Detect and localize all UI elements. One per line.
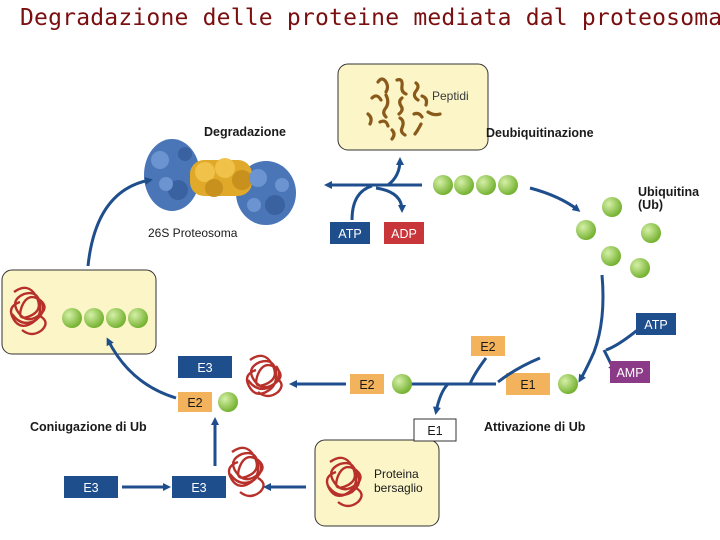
e3-box-bottom-mid [172,476,226,498]
ubiquitin-molecule [128,308,148,328]
atp-box-right-label: ATP [644,318,667,332]
atp-box-top [330,222,370,244]
protein-bound-icon [227,446,265,498]
ubiquitin-molecule [392,374,412,394]
e2-box-lower-label: E2 [187,396,202,410]
e3-box-upper-label: E3 [197,361,212,375]
polyubiquitinated-protein-icon [9,286,47,336]
e1-box-bottom-label: E1 [427,424,442,438]
e2-box-top [471,336,505,356]
ubiquitin-molecule [476,175,496,195]
e1-box-right-label: E1 [520,378,535,392]
arrow-to-e1 [433,382,450,415]
ubiquitin-label: Ubiquitina [638,185,700,199]
e3-box-bottom-mid-label: E3 [191,481,206,495]
peptides-panel [337,63,489,151]
atp-box-top-label: ATP [338,227,361,241]
e3-box-bottom-left-label: E3 [83,481,98,495]
ubiquitin-molecule [558,374,578,394]
e3-box-upper [178,356,232,378]
e2-input-line [468,357,488,385]
ubiquitin-molecule [630,258,650,278]
arrow-to-degradation [86,176,153,267]
ubiquitin-molecule [84,308,104,328]
ubiquitin-molecule [602,197,622,217]
amp-box-right [610,361,650,383]
slide-title: Degradazione delle proteine mediata dal … [20,5,720,31]
proteasome-label: 26S Proteosoma [148,226,238,240]
activation-label: Attivazione di Ub [484,420,586,434]
free-ubiquitin-chain [433,175,518,195]
ubiquitin-molecule [601,246,621,266]
atp-box-right [636,313,676,335]
atp-input-right [605,326,641,352]
arrow-to-adp [375,186,406,213]
e2-box-lower [178,392,212,412]
ubiquitin-abbrev-label: (Ub) [638,198,663,212]
ubiquitin-molecule [498,175,518,195]
target-protein-label: Proteina [374,467,419,481]
conjugation-label: Coniugazione di Ub [30,420,147,434]
proteasome-icon [144,139,296,225]
target-protein-label-2: bersaglio [374,481,423,495]
e2-box-mid [350,374,384,394]
e3-box-bottom-left [64,476,118,498]
e1-box-bottom [413,418,457,442]
e1-input-line [497,356,541,384]
ubiquitin-molecule [106,308,126,328]
target-protein-panel [314,439,440,527]
ubiquitin-molecule [454,175,474,195]
cycle-arrow-top-right [529,186,581,212]
arrow-to-peptides [387,157,404,187]
ubiquitin-molecule [576,220,596,240]
peptides-label: Peptidi [432,89,469,103]
cycle-arrow-right [578,274,605,383]
peptides-icon [366,77,442,141]
e2-box-top-label: E2 [480,340,495,354]
ubiquitin-molecule [62,308,82,328]
deubiquitination-label: Deubiquitinazione [486,126,594,140]
e1-box-right [506,373,550,395]
degradation-label: Degradazione [204,125,286,139]
ubiquitin-molecule [641,223,661,243]
ubiquitin-molecule [433,175,453,195]
amp-box-right-label: AMP [616,366,643,380]
atp-input-line [350,184,373,221]
arrow-to-polyubiquitin [106,337,177,400]
protein-complex-icon [245,354,283,398]
e2-box-mid-label: E2 [359,378,374,392]
adp-box-top [384,222,424,244]
ubiquitin-molecule [218,392,238,412]
adp-box-top-label: ADP [391,227,417,241]
target-protein-icon [325,456,363,508]
